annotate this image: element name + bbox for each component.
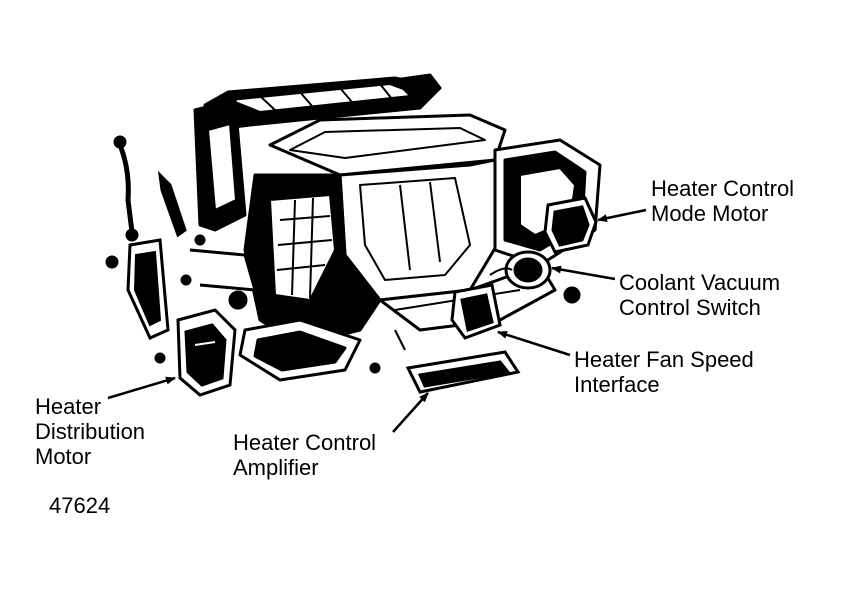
amplifier-part (369, 329, 521, 394)
arrow-fan-interface (497, 330, 571, 357)
label-heater-fan-speed-interface: Heater Fan Speed Interface (574, 347, 754, 397)
arrow-amplifier (392, 392, 429, 433)
arrow-mode-motor (597, 208, 647, 223)
distribution-motor-part (154, 308, 237, 397)
left-linkage (105, 135, 258, 340)
label-heater-control-mode-motor: Heater Control Mode Motor (651, 176, 795, 226)
label-heater-distribution-motor: Heater Distribution Motor (35, 394, 146, 469)
mode-motor-part (543, 196, 598, 254)
heater-housing (193, 73, 602, 382)
fan-interface-part (450, 283, 502, 340)
coolant-switch-part (489, 250, 581, 304)
arrow-distribution-motor (107, 376, 176, 400)
arrow-coolant-switch (551, 265, 616, 281)
figure-number: 47624 (49, 493, 111, 518)
callout-arrows (107, 208, 647, 433)
label-heater-control-amplifier: Heater Control Amplifier (233, 430, 377, 480)
label-coolant-vacuum-control-switch: Coolant Vacuum Control Switch (619, 270, 781, 320)
